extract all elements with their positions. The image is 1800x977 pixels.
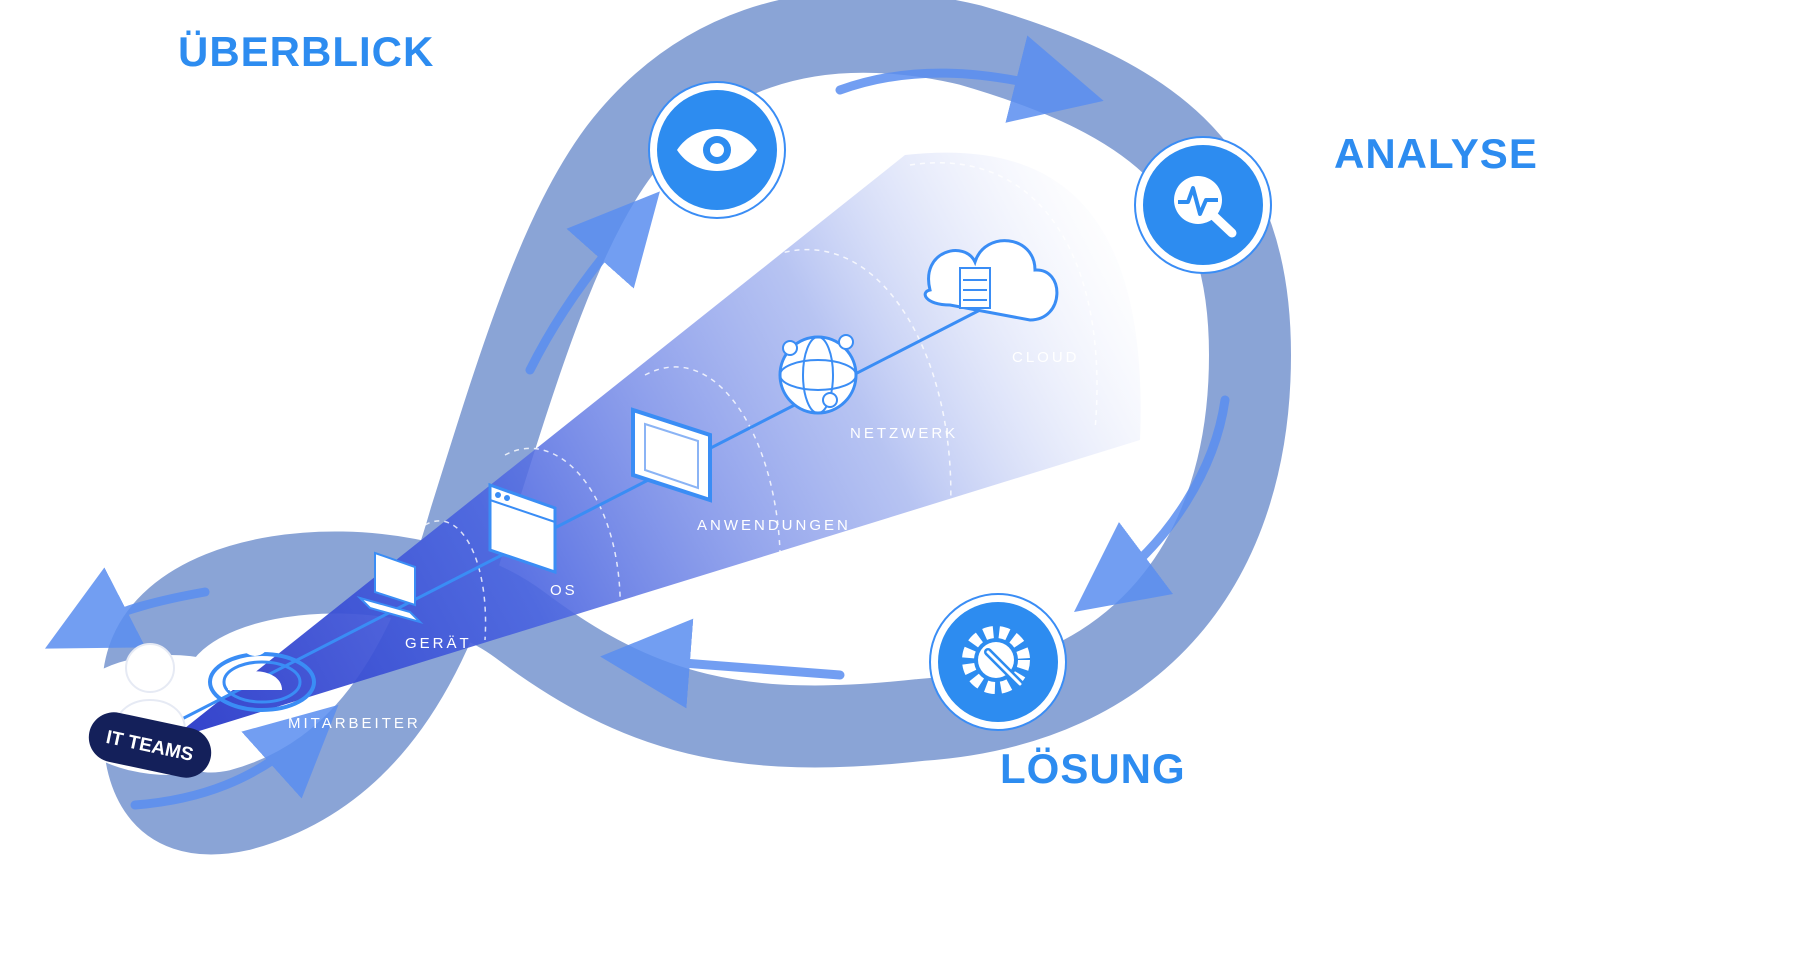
employee-node bbox=[208, 628, 316, 712]
solution-gear-wrench-icon bbox=[929, 593, 1067, 731]
layer-label-employee: MITARBEITER bbox=[288, 715, 421, 732]
laptop-icon bbox=[356, 551, 424, 624]
flow-arrows bbox=[44, 35, 1230, 810]
application-screen-icon bbox=[631, 407, 712, 503]
os-window-icon bbox=[488, 482, 557, 575]
layer-arcs bbox=[424, 162, 1098, 641]
layer-label-device: GERÄT bbox=[405, 635, 472, 652]
layer-label-applications: ANWENDUNGEN bbox=[697, 517, 851, 534]
network-globe-icon bbox=[778, 334, 858, 415]
overview-eye-icon bbox=[648, 81, 786, 219]
flow-arrow-right bbox=[1074, 395, 1230, 613]
flow-arrow-bottom bbox=[600, 618, 845, 709]
flow-arrow-left-top bbox=[44, 567, 210, 649]
cloud-server-icon bbox=[923, 239, 1059, 322]
flow-arrow-left-bottom bbox=[130, 704, 339, 810]
flow-arrow-up bbox=[525, 191, 660, 375]
analysis-pulse-search-icon bbox=[1134, 136, 1272, 274]
layer-label-os: OS bbox=[550, 582, 578, 599]
flow-arrow-top bbox=[835, 35, 1104, 123]
phase-title-solution: LÖSUNG bbox=[1000, 745, 1186, 792]
layer-label-network: NETZWERK bbox=[850, 425, 958, 442]
it-teams-badge: IT TEAMS bbox=[88, 712, 212, 778]
phase-title-overview: ÜBERBLICK bbox=[178, 28, 435, 75]
phase-title-analysis: ANALYSE bbox=[1334, 130, 1538, 177]
layer-label-cloud: CLOUD bbox=[1012, 349, 1080, 366]
